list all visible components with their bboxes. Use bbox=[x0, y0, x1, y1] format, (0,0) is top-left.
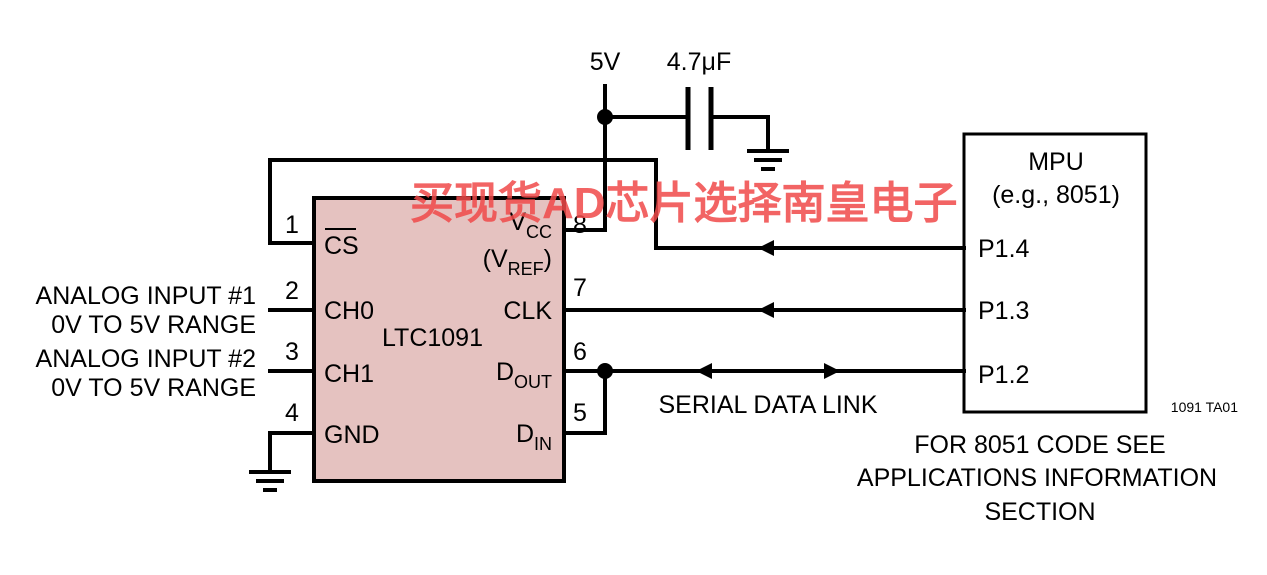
wire-cap-right bbox=[711, 115, 770, 152]
wire-gnd bbox=[268, 431, 316, 472]
pin-1-number: 1 bbox=[285, 211, 299, 239]
analog-input-1-line2: 0V TO 5V RANGE bbox=[51, 311, 256, 339]
mpu-port-p13: P1.3 bbox=[978, 297, 1029, 325]
mpu-box bbox=[962, 132, 1148, 414]
serial-link-label: SERIAL DATA LINK bbox=[658, 391, 877, 419]
pin-din-sub: IN bbox=[534, 434, 552, 454]
analog-input-2-line2: 0V TO 5V RANGE bbox=[51, 374, 256, 402]
arrow-p13 bbox=[758, 302, 774, 318]
pin-vref-close: ) bbox=[544, 245, 552, 273]
analog-input-2-line1: ANALOG INPUT #2 bbox=[36, 345, 256, 373]
pin-4-number: 4 bbox=[285, 399, 299, 427]
mpu-title: MPU bbox=[1028, 148, 1084, 176]
junction-serial bbox=[597, 363, 613, 379]
capacitor-label: 4.7μF bbox=[667, 48, 731, 76]
pin-dout-main: D bbox=[496, 358, 514, 386]
pin-clk-label: CLK bbox=[503, 297, 552, 325]
note-line-1: FOR 8051 CODE SEE bbox=[914, 431, 1165, 459]
pin-vcc-main: V bbox=[509, 208, 526, 236]
pin-dout-label: DOUT bbox=[496, 358, 552, 392]
pin-dout-sub: OUT bbox=[514, 372, 552, 392]
watermark-text: 买现货AD芯片选择南皇电子 bbox=[410, 179, 958, 228]
pin-3-number: 3 bbox=[285, 338, 299, 366]
pin-vcc-sub: CC bbox=[526, 222, 552, 242]
pin-vref-label: (VREF) bbox=[483, 245, 552, 279]
pin-din-main: D bbox=[516, 420, 534, 448]
mpu-port-p14: P1.4 bbox=[978, 235, 1030, 263]
mpu-subtitle: (e.g., 8051) bbox=[992, 181, 1120, 209]
ic-body bbox=[312, 196, 566, 483]
arrow-p14 bbox=[758, 240, 774, 256]
wire-cs-loop bbox=[268, 158, 966, 250]
note-line-3: SECTION bbox=[984, 498, 1095, 526]
pin-7-number: 7 bbox=[573, 274, 587, 302]
note-line-2: APPLICATIONS INFORMATION bbox=[857, 464, 1217, 492]
pin-5-number: 5 bbox=[573, 399, 587, 427]
wire-din bbox=[562, 369, 607, 435]
pin-gnd-label: GND bbox=[324, 421, 380, 449]
pin-6-number: 6 bbox=[573, 338, 587, 366]
ic-name: LTC1091 bbox=[382, 324, 483, 352]
supply-voltage-label: 5V bbox=[590, 48, 621, 76]
mpu-port-p12: P1.2 bbox=[978, 361, 1029, 389]
ground-symbol-ic bbox=[249, 470, 291, 492]
pin-cs-label: CS bbox=[324, 232, 359, 260]
pin-ch0-label: CH0 bbox=[324, 297, 374, 325]
ground-symbol-cap bbox=[747, 149, 789, 171]
analog-input-1-line1: ANALOG INPUT #1 bbox=[36, 282, 256, 310]
pin-vref-open: (V bbox=[483, 245, 508, 273]
pin-vcc-label: VCC bbox=[509, 208, 552, 242]
arrow-serial-right bbox=[824, 363, 840, 379]
pin-din-label: DIN bbox=[516, 420, 552, 454]
pin-ch1-label: CH1 bbox=[324, 360, 374, 388]
figure-code: 1091 TA01 bbox=[1171, 399, 1238, 415]
pin-8-number: 8 bbox=[573, 211, 587, 239]
pin-2-number: 2 bbox=[285, 277, 299, 305]
pin-vref-sub: REF bbox=[508, 259, 544, 279]
arrow-serial-left bbox=[696, 363, 712, 379]
